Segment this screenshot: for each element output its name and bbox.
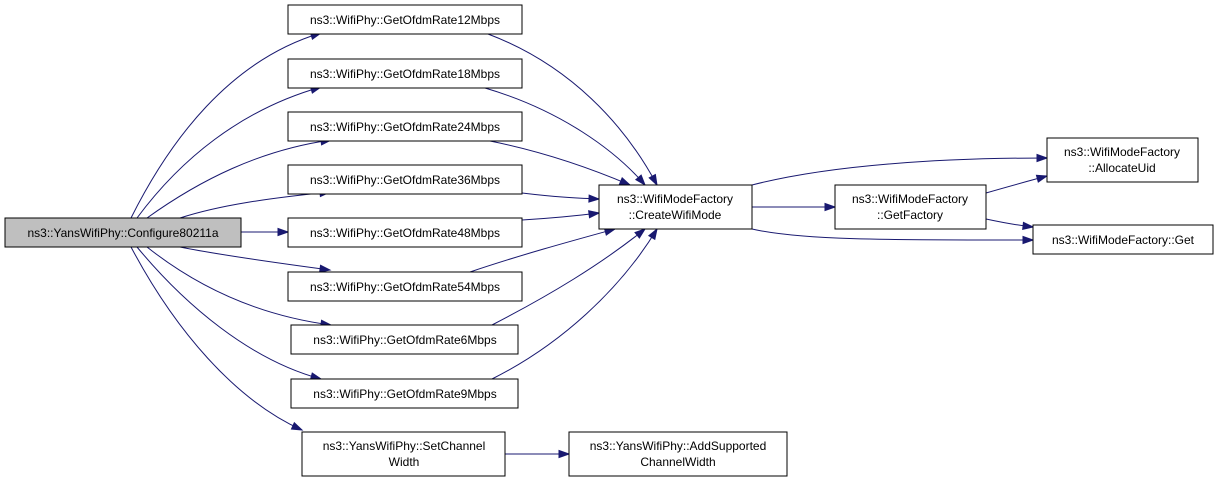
edge-arrowhead: [634, 228, 647, 239]
node-get-ofdm-rate-18mbps[interactable]: ns3::WifiPhy::GetOfdmRate18Mbps: [287, 58, 523, 89]
edge-arrowhead: [647, 227, 658, 241]
edge-line: [136, 86, 322, 219]
node-get-ofdm-rate-12mbps[interactable]: ns3::WifiPhy::GetOfdmRate12Mbps: [287, 4, 523, 35]
edge-rate54-to-createmode: [469, 227, 617, 273]
edge-line: [489, 140, 631, 186]
edge-rate18-to-createmode: [484, 87, 646, 187]
node-get-factory[interactable]: ns3::WifiModeFactory ::GetFactory: [834, 184, 987, 230]
edge-line: [136, 246, 322, 380]
edge-arrowhead: [588, 210, 601, 219]
edge-createmode-to-allocuid: [751, 153, 1049, 186]
node-get-ofdm-rate-54mbps[interactable]: ns3::WifiPhy::GetOfdmRate54Mbps: [287, 271, 523, 302]
edge-line: [751, 228, 1034, 241]
node-label-line: ::AllocateUid: [1088, 161, 1155, 175]
edge-line: [179, 191, 331, 219]
node-label-line: ns3::WifiPhy::GetOfdmRate36Mbps: [310, 173, 500, 187]
edge-arrowhead: [824, 202, 837, 212]
edge-line: [521, 212, 600, 221]
edge-arrowhead: [634, 174, 646, 187]
edge-rate9-to-createmode: [491, 227, 658, 380]
node-label-line: ns3::YansWifiPhy::Configure80211a: [28, 226, 219, 240]
edge-configure-to-rate9: [136, 246, 323, 381]
node-label-line: ns3::WifiPhy::GetOfdmRate54Mbps: [310, 280, 500, 294]
edge-configure-to-rate18: [136, 85, 323, 219]
node-label-line: ns3::WifiPhy::GetOfdmRate24Mbps: [310, 120, 500, 134]
edge-line: [491, 228, 658, 380]
edge-getfactory-to-allocuid: [985, 174, 1049, 194]
node-get-ofdm-rate-24mbps[interactable]: ns3::WifiPhy::GetOfdmRate24Mbps: [287, 111, 523, 142]
edge-line: [146, 246, 332, 326]
edge-configure-to-setchannel: [130, 246, 304, 431]
edge-arrowhead: [277, 227, 290, 237]
edge-rate6-to-createmode: [491, 228, 647, 326]
node-label-line: ns3::WifiPhy::GetOfdmRate18Mbps: [310, 67, 500, 81]
node-allocate-uid[interactable]: ns3::WifiModeFactory ::AllocateUid: [1046, 137, 1199, 183]
edge-arrowhead: [648, 173, 658, 187]
node-label-line: ns3::WifiModeFactory: [1064, 145, 1180, 159]
node-label-line: ns3::WifiModeFactory::Get: [1052, 233, 1195, 247]
edge-arrowhead: [1022, 235, 1035, 245]
edge-rate12-to-createmode: [487, 33, 658, 187]
node-label-line: ns3::WifiPhy::GetOfdmRate12Mbps: [310, 13, 500, 27]
edge-arrowhead: [1036, 153, 1049, 163]
edge-configure-to-rate48: [241, 227, 290, 237]
node-label-line: ::CreateWifiMode: [629, 208, 722, 222]
node-label-line: ns3::YansWifiPhy::SetChannel: [323, 439, 486, 453]
edge-setchannel-to-addsupported: [505, 449, 571, 459]
node-get-ofdm-rate-6mbps[interactable]: ns3::WifiPhy::GetOfdmRate6Mbps: [290, 324, 519, 355]
edge-line: [484, 87, 646, 186]
node-get[interactable]: ns3::WifiModeFactory::Get: [1032, 224, 1214, 255]
edge-line: [491, 228, 646, 326]
edge-line: [130, 246, 303, 431]
node-label-line: ns3::WifiModeFactory: [852, 192, 968, 206]
node-label-line: ns3::YansWifiPhy::AddSupported: [590, 439, 767, 453]
node-set-channel-width[interactable]: ns3::YansWifiPhy::SetChannel Width: [301, 431, 506, 477]
node-label-line: ns3::WifiPhy::GetOfdmRate48Mbps: [310, 226, 500, 240]
edge-arrowhead: [558, 449, 571, 459]
edge-line: [146, 139, 332, 219]
node-label-line: ns3::WifiPhy::GetOfdmRate6Mbps: [313, 333, 496, 347]
node-get-ofdm-rate-48mbps[interactable]: ns3::WifiPhy::GetOfdmRate48Mbps: [287, 217, 523, 248]
edge-line: [521, 192, 600, 200]
node-label-line: ChannelWidth: [640, 455, 715, 469]
edge-rate36-to-createmode: [521, 192, 601, 203]
node-label-line: ::GetFactory: [877, 208, 943, 222]
edge-arrowhead: [618, 177, 632, 186]
edge-line: [179, 246, 331, 271]
edge-configure-to-rate54: [179, 246, 332, 273]
edges-layer: [130, 31, 1049, 459]
edge-arrowhead: [1035, 174, 1049, 183]
edge-getfactory-to-get: [985, 218, 1035, 231]
edge-arrowhead: [1022, 221, 1035, 231]
node-configure80211a[interactable]: ns3::YansWifiPhy::Configure80211a: [4, 217, 242, 248]
edge-line: [469, 228, 616, 273]
node-get-ofdm-rate-36mbps[interactable]: ns3::WifiPhy::GetOfdmRate36Mbps: [287, 164, 523, 195]
node-label-line: Width: [389, 455, 420, 469]
edge-line: [130, 32, 322, 219]
edge-arrowhead: [319, 264, 332, 273]
edge-arrowhead: [588, 194, 601, 203]
edge-createmode-to-getfactory: [752, 202, 837, 212]
edge-createmode-to-get: [751, 228, 1035, 245]
node-label-line: ns3::WifiModeFactory: [617, 192, 733, 206]
edge-line: [751, 157, 1048, 186]
edge-line: [487, 33, 658, 186]
edge-rate48-to-createmode: [521, 210, 601, 221]
node-label-line: ns3::WifiPhy::GetOfdmRate9Mbps: [313, 387, 496, 401]
edge-arrowhead: [290, 421, 304, 431]
node-get-ofdm-rate-9mbps[interactable]: ns3::WifiPhy::GetOfdmRate9Mbps: [290, 378, 519, 409]
node-add-supported-channel-width[interactable]: ns3::YansWifiPhy::AddSupported ChannelWi…: [568, 431, 788, 477]
node-create-wifi-mode[interactable]: ns3::WifiModeFactory ::CreateWifiMode: [598, 184, 753, 230]
